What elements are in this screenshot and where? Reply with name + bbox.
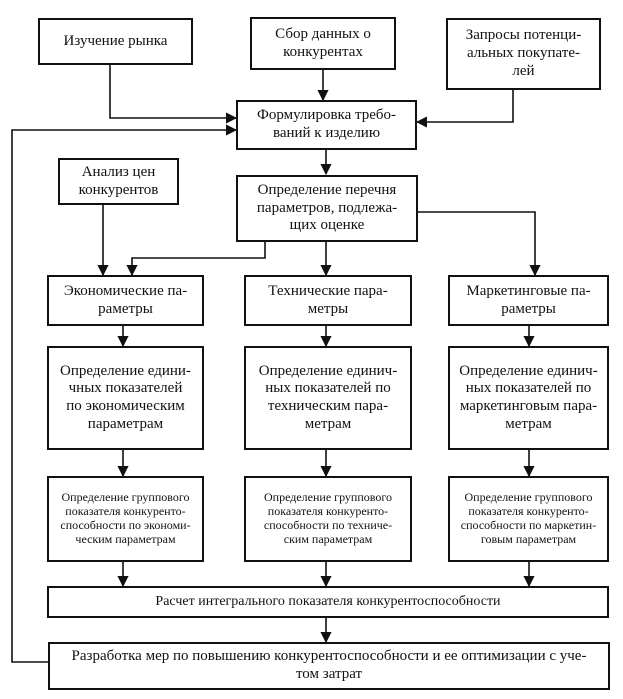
mkt-unit-box: Определение единич- ных показателей по м… [448,346,609,450]
tech-unit-box: Определение единич- ных показателей по т… [244,346,412,450]
mkt-params-box: Маркетинговые па- раметры [448,275,609,326]
buyer-requests-box: Запросы потенци- альных покупате- лей [446,18,601,90]
requirements-box: Формулировка требо- ваний к изделию [236,100,417,150]
mkt-group-box: Определение группового показателя конкур… [448,476,609,562]
measures-box: Разработка мер по повышению конкурентосп… [48,642,610,690]
arrow-feedback-loop [11,124,238,663]
price-analysis-box: Анализ цен конкурентов [58,158,179,205]
competitor-data-box: Сбор данных о конкурентах [250,17,396,70]
integral-box: Расчет интегрального показателя конкурен… [47,586,609,618]
tech-group-box: Определение группового показателя конкур… [244,476,412,562]
market-study-box: Изучение рынка [38,18,193,65]
econ-unit-box: Определение едини- чных показателей по э… [47,346,204,450]
tech-params-box: Технические пара- метры [244,275,412,326]
arrow-paramlist-to-econ [126,242,266,277]
arrow-buyers-to-requirements [415,90,514,128]
param-list-box: Определение перечня параметров, подлежа-… [236,175,418,242]
econ-params-box: Экономические па- раметры [47,275,204,326]
econ-group-box: Определение группового показателя конкур… [47,476,204,562]
arrow-market-to-requirements [109,65,238,124]
arrow-paramlist-to-mkt [418,211,541,277]
